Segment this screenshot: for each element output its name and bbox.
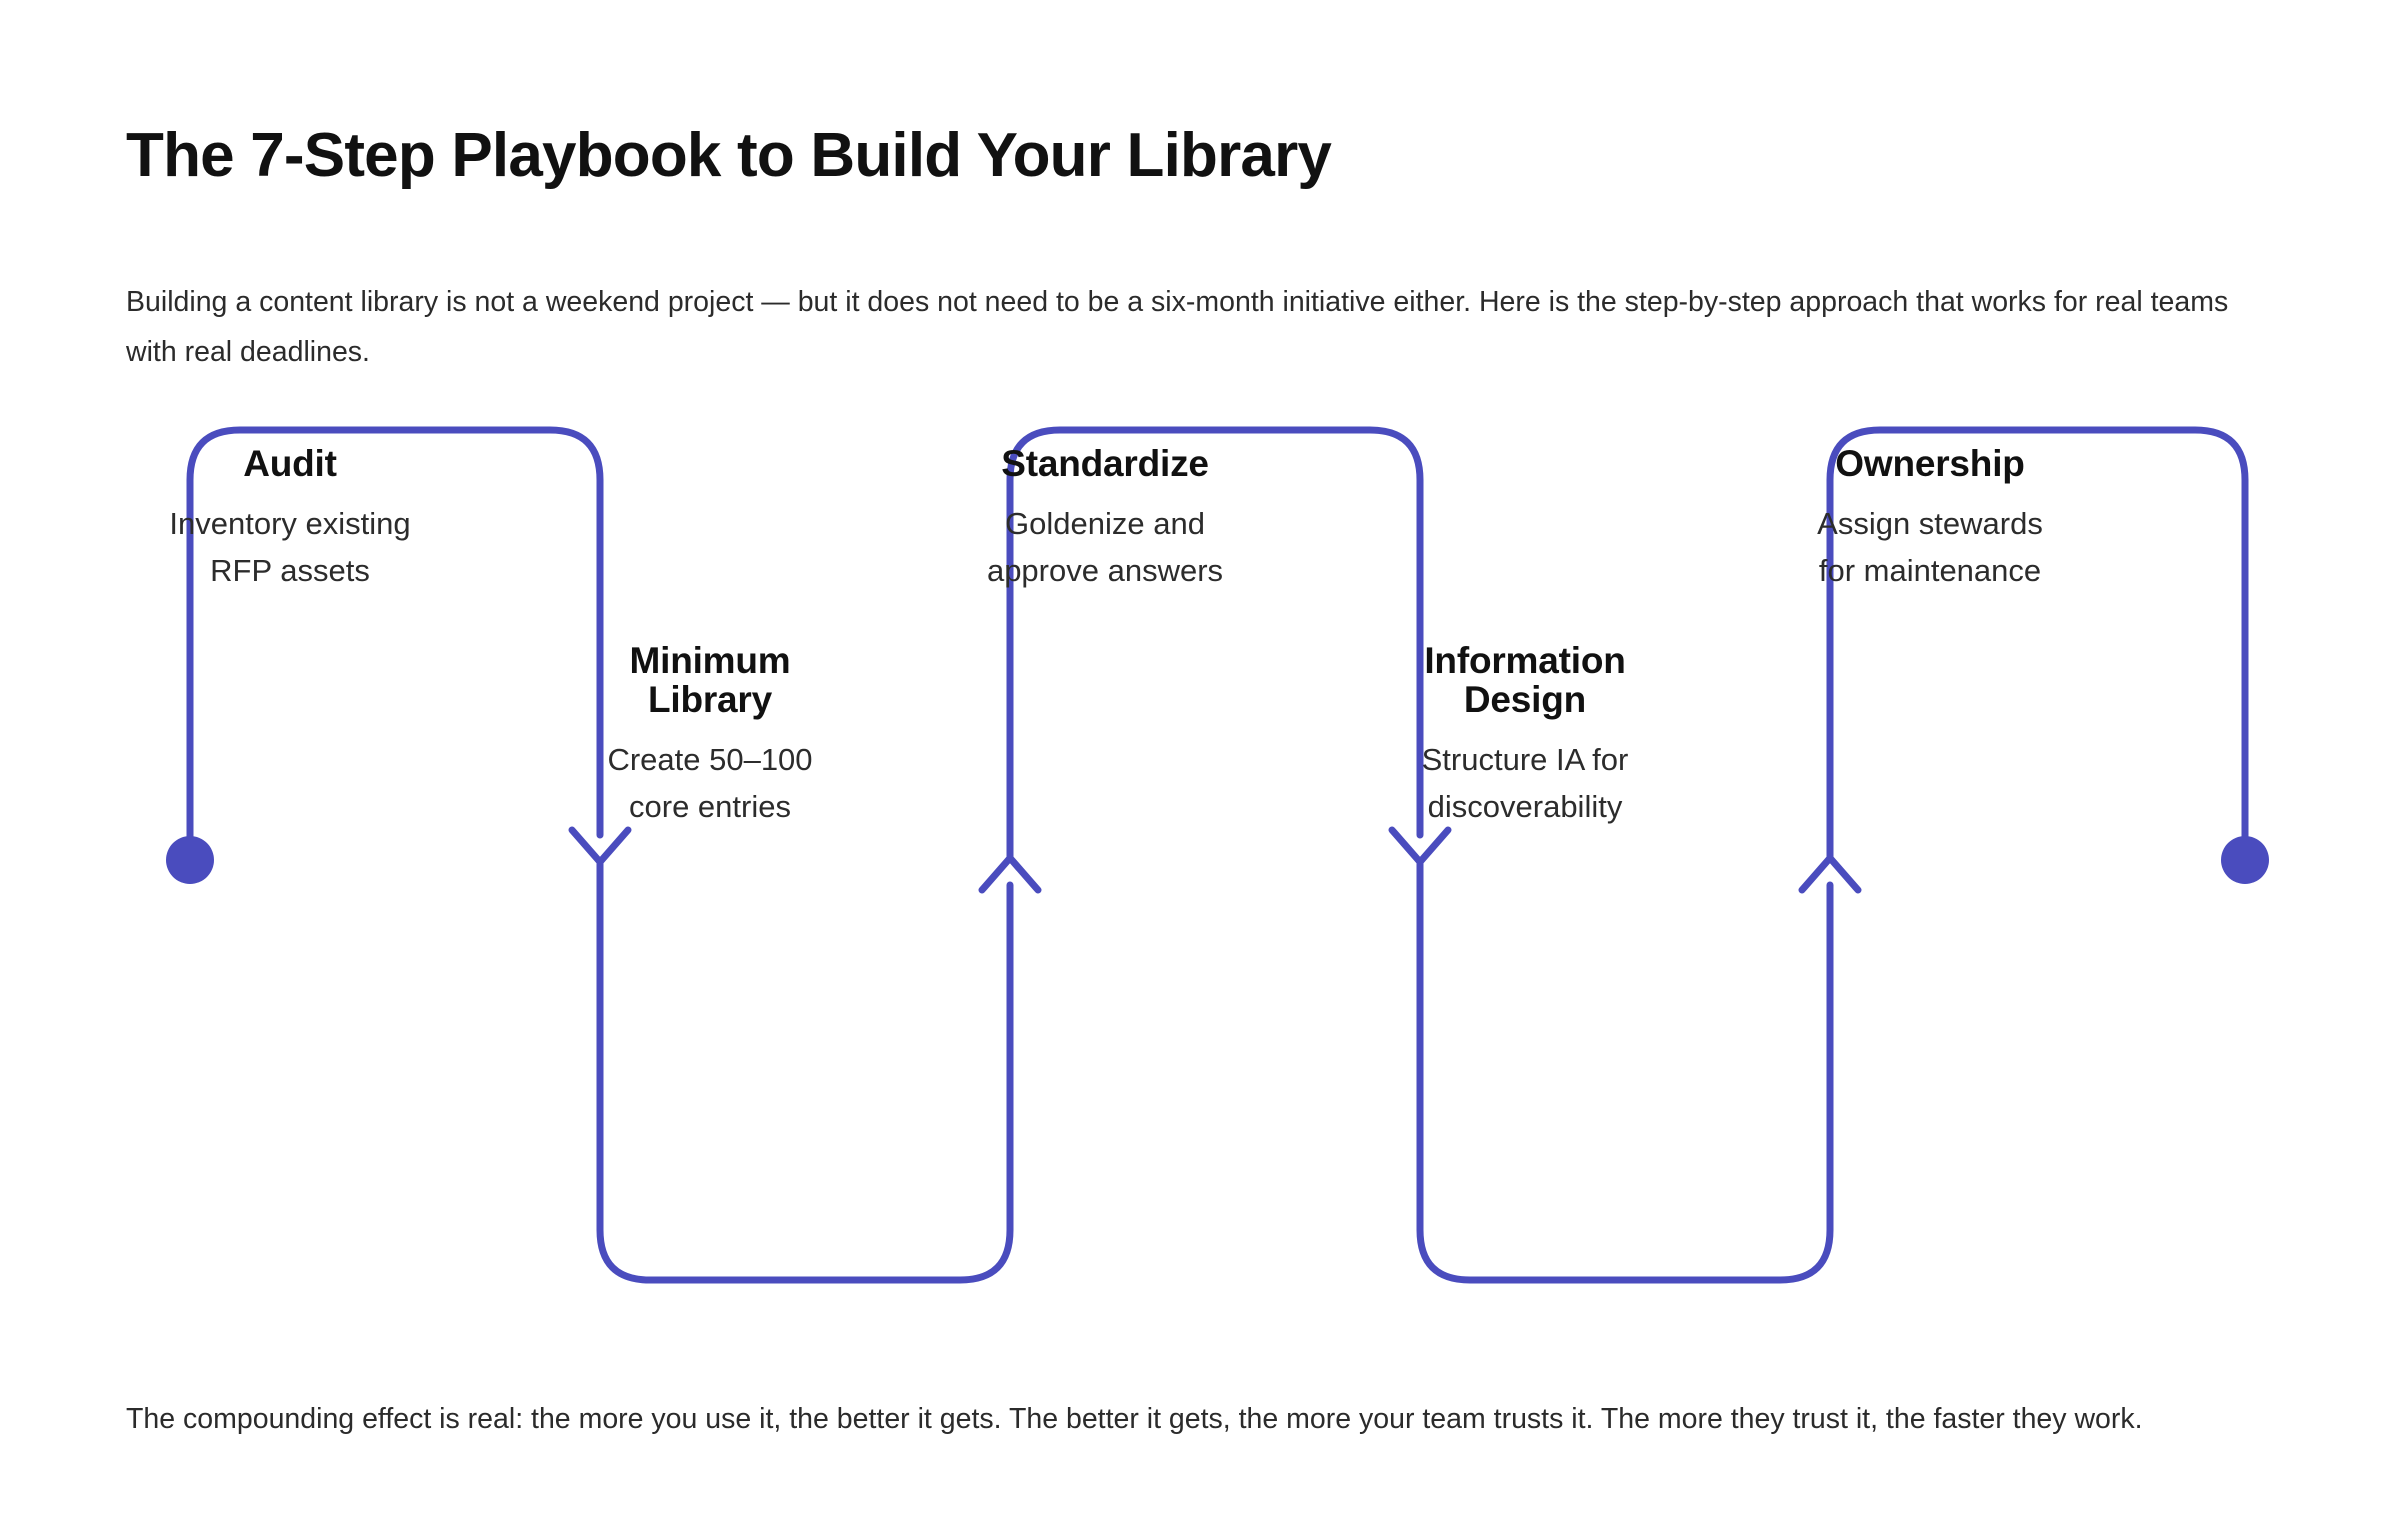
flow-step-minimum-library-description: Create 50–100 core entries [525, 736, 895, 830]
flow-step-information-design-desc-line1: Structure IA for [1421, 741, 1629, 777]
flow-step-minimum-library-title-line1: Minimum [629, 640, 791, 681]
intro-paragraph: Building a content library is not a week… [126, 285, 2229, 368]
flow-segment-standardize [1006, 426, 1424, 862]
flow-step-information-design-title: Information Design [1340, 640, 1710, 720]
flow-step-audit-desc-line2: RFP assets [210, 552, 370, 588]
flow-step-audit-title: Audit [243, 443, 337, 484]
flow-step-audit-desc-line1: Inventory existing [169, 505, 411, 541]
flow-step-audit[interactable]: Audit Inventory existing RFP assets [105, 443, 475, 594]
flow-step-standardize-desc-line2: approve answers [986, 552, 1224, 588]
flow-step-minimum-library-title-line2: Library [647, 678, 773, 720]
flow-step-information-design-title-line1: Information [1424, 640, 1626, 681]
flow-step-ownership[interactable]: Ownership Assign stewards for maintenanc… [1745, 443, 2115, 594]
flow-step-ownership-desc-line1: Assign stewards [1817, 505, 2043, 541]
page-title: The 7-Step Playbook to Build Your Librar… [126, 120, 1332, 190]
flow-step-standardize[interactable]: Standardize Goldenize and approve answer… [920, 443, 1290, 594]
flow-segment-information-design [1416, 858, 1834, 1284]
flow-step-information-design-desc-line2: discoverability [1427, 788, 1623, 824]
flow-step-information-design-title-line2: Design [1463, 678, 1587, 720]
flow-step-ownership-desc-line2: for maintenance [1818, 552, 2042, 588]
serpentine-flow-diagram: Audit Inventory existing RFP assets Mini… [0, 390, 2400, 1320]
flow-step-minimum-library-desc-line2: core entries [629, 788, 791, 824]
flow-step-information-design[interactable]: Information Design Structure IA for disc… [1340, 640, 1710, 830]
flow-step-ownership-description: Assign stewards for maintenance [1745, 500, 2115, 594]
flow-step-information-design-description: Structure IA for discoverability [1340, 736, 1710, 830]
flow-segment-audit [186, 426, 604, 864]
flow-step-standardize-desc-line1: Goldenize and [1005, 505, 1205, 541]
flow-segment-minimum-library [596, 858, 1014, 1284]
flow-step-ownership-title: Ownership [1835, 443, 2025, 484]
outro-paragraph: The compounding effect is real: the more… [126, 1402, 2143, 1435]
flow-step-audit-description: Inventory existing RFP assets [105, 500, 475, 594]
flow-path-svg [166, 426, 2269, 1284]
flow-step-standardize-description: Goldenize and approve answers [920, 500, 1290, 594]
flow-step-minimum-library-title: Minimum Library [525, 640, 895, 720]
flow-step-standardize-title: Standardize [1001, 443, 1209, 484]
flow-end-dot [2221, 836, 2269, 884]
flow-step-minimum-library[interactable]: Minimum Library Create 50–100 core entri… [525, 640, 895, 830]
flow-segment-ownership [1826, 426, 2249, 864]
flow-step-minimum-library-desc-line1: Create 50–100 [607, 741, 813, 777]
